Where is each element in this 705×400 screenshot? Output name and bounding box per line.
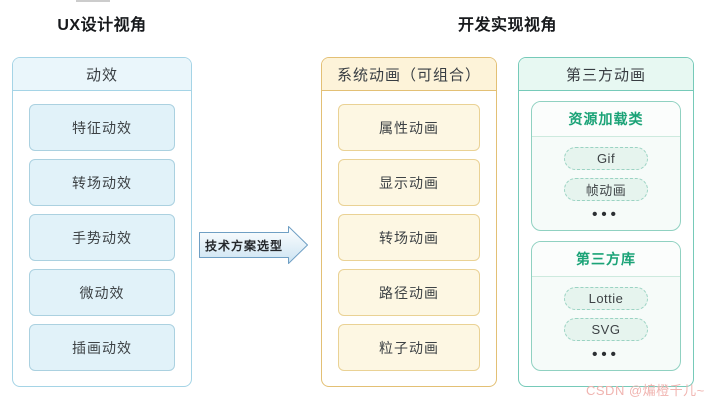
list-item-display-animation: 显示动画 xyxy=(338,159,480,206)
third-party-panel-body: 资源加载类 Gif 帧动画 ••• 第三方库 Lottie SVG ••• xyxy=(519,91,693,386)
pill-svg: SVG xyxy=(564,317,648,341)
resource-loading-group: 资源加载类 Gif 帧动画 ••• xyxy=(531,101,681,231)
third-party-animation-panel: 第三方动画 资源加载类 Gif 帧动画 ••• 第三方库 Lottie SVG … xyxy=(518,57,694,387)
ux-animation-panel: 动效 特征动效 转场动效 手势动效 微动效 插画动效 xyxy=(12,57,192,387)
third-party-lib-group-body: Lottie SVG ••• xyxy=(532,277,680,370)
ux-panel-header: 动效 xyxy=(13,58,191,91)
list-item-feature-animation: 特征动效 xyxy=(29,104,175,151)
third-party-lib-group: 第三方库 Lottie SVG ••• xyxy=(531,241,681,371)
list-item-path-animation: 路径动画 xyxy=(338,269,480,316)
resource-loading-group-body: Gif 帧动画 ••• xyxy=(532,137,680,230)
ellipsis-more: ••• xyxy=(592,205,620,223)
system-panel-body: 属性动画 显示动画 转场动画 路径动画 粒子动画 xyxy=(322,91,496,388)
pill-lottie: Lottie xyxy=(564,286,648,310)
list-item-property-animation: 属性动画 xyxy=(338,104,480,151)
pill-gif: Gif xyxy=(564,146,648,170)
right-arrow-shape xyxy=(199,226,308,264)
technology-selection-arrow-label: 技术方案选型 xyxy=(204,238,283,253)
third-party-panel-header: 第三方动画 xyxy=(519,58,693,91)
ellipsis-more: ••• xyxy=(592,345,620,363)
list-item-transition-animation: 转场动效 xyxy=(29,159,175,206)
third-party-lib-group-title: 第三方库 xyxy=(532,242,680,277)
list-item-illustration-animation: 插画动效 xyxy=(29,324,175,371)
ux-panel-body: 特征动效 转场动效 手势动效 微动效 插画动效 xyxy=(13,91,191,388)
pill-frame-animation: 帧动画 xyxy=(564,177,648,201)
list-item-micro-animation: 微动效 xyxy=(29,269,175,316)
dev-perspective-title: 开发实现视角 xyxy=(457,17,557,34)
ux-perspective-title: UX设计视角 xyxy=(57,17,147,34)
list-item-transition-animation: 转场动画 xyxy=(338,214,480,261)
cropped-text-artifact xyxy=(76,0,110,2)
system-animation-panel: 系统动画（可组合） 属性动画 显示动画 转场动画 路径动画 粒子动画 xyxy=(321,57,497,387)
resource-loading-group-title: 资源加载类 xyxy=(532,102,680,137)
watermark: CSDN @煸橙千儿~ xyxy=(586,383,705,398)
list-item-particle-animation: 粒子动画 xyxy=(338,324,480,371)
system-panel-header: 系统动画（可组合） xyxy=(322,58,496,91)
list-item-gesture-animation: 手势动效 xyxy=(29,214,175,261)
